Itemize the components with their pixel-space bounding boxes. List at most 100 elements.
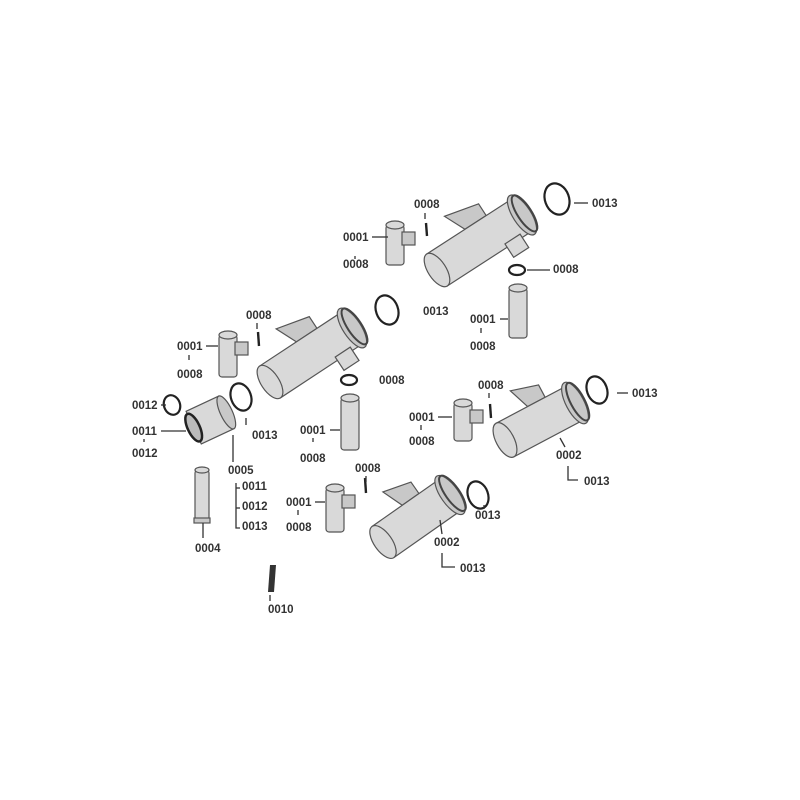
o-ring-small [507, 263, 527, 277]
valve-port [341, 494, 356, 509]
pipe-section [423, 194, 539, 288]
pipe-body [423, 194, 539, 288]
part-number-label: 0011 [242, 481, 268, 493]
valve-tube [508, 287, 528, 339]
part-number-label: 0012 [132, 400, 158, 412]
valve-body [385, 220, 416, 266]
part-number-label: 0004 [195, 543, 221, 555]
o-ring [543, 182, 571, 216]
valve-body [508, 283, 528, 339]
part-number-label: 0001 [286, 497, 312, 509]
part-number-label: 0008 [414, 199, 440, 211]
valve-top [340, 393, 360, 403]
part-number-label: 0008 [355, 463, 381, 475]
pipe-section [369, 474, 467, 559]
part-number-label: 0013 [460, 563, 486, 575]
part-number-label: 0008 [409, 436, 435, 448]
pipe-flange-rim [438, 474, 467, 512]
part-number-label: 0008 [553, 264, 579, 276]
part-number-label: 0011 [132, 426, 158, 438]
housing-cap [184, 412, 204, 443]
pipe-flange-rim [510, 194, 539, 233]
o-ring [374, 294, 400, 326]
pipe-end [492, 422, 518, 458]
valve-tube [385, 224, 405, 266]
brush-tool [268, 565, 276, 592]
part-number-label: 0002 [434, 537, 460, 549]
part-number-label: 0001 [177, 341, 203, 353]
pipe-body [256, 307, 369, 400]
o-ring [229, 382, 253, 412]
valve-body [453, 398, 484, 442]
valve-top [453, 398, 473, 408]
part-number-label: 0008 [286, 522, 312, 534]
o-ring [585, 375, 609, 405]
valve-tube [325, 487, 345, 533]
leader-line [441, 553, 455, 568]
valve-port [234, 341, 249, 356]
part-number-label: 0012 [132, 448, 158, 460]
pipe-end [423, 252, 451, 288]
part-number-label: 0001 [470, 314, 496, 326]
part-number-label: 0013 [252, 430, 278, 442]
valve-tube [340, 397, 360, 451]
cartridge [193, 466, 211, 524]
parts-layer [162, 182, 609, 592]
housing-flange [216, 395, 237, 430]
pipe-branch [504, 233, 530, 259]
pipe-end [369, 525, 397, 559]
part-number-label: 0001 [300, 425, 326, 437]
valve-top [508, 283, 528, 293]
pipe-flange-rim [565, 381, 591, 422]
pipe-body [492, 381, 591, 458]
cartridge-top [194, 466, 210, 474]
leader-lines [143, 202, 628, 601]
pin [256, 331, 261, 347]
valve-body [340, 393, 360, 451]
valve-top [218, 330, 238, 340]
part-number-label: 0001 [343, 232, 369, 244]
valve-port [469, 409, 484, 424]
part-number-label: 0013 [242, 521, 268, 533]
part-number-label: 0008 [470, 341, 496, 353]
callout-labels: 0008 0001 0008 0013 0008 0001 0008 0008 0001 0008… [132, 198, 658, 616]
part-number-label: 0013 [475, 510, 501, 522]
part-number-label: 0008 [177, 369, 203, 381]
part-number-label: 0001 [409, 412, 435, 424]
part-number-label: 0008 [343, 259, 369, 271]
pipe-section [492, 381, 591, 458]
valve-top [385, 220, 405, 230]
cartridge-body [194, 469, 210, 521]
leader-line [439, 519, 443, 535]
filter-housing [184, 395, 237, 445]
valve-body [218, 330, 249, 378]
part-number-label: 0013 [584, 476, 610, 488]
pin [363, 477, 368, 494]
pipe-body [369, 474, 467, 559]
part-number-label: 0005 [228, 465, 254, 477]
o-ring-small [339, 373, 359, 387]
valve-body [325, 483, 356, 533]
valve-tube [218, 334, 238, 378]
pin [424, 222, 429, 237]
part-number-label: 0008 [246, 310, 272, 322]
leader-line [559, 437, 566, 448]
pipe-branch [334, 346, 360, 372]
pipe-section [256, 307, 369, 400]
cartridge-base [193, 517, 211, 524]
part-number-label: 0013 [592, 198, 618, 210]
part-number-label: 0012 [242, 501, 268, 513]
o-ring [162, 394, 182, 416]
part-number-label: 0008 [478, 380, 504, 392]
pin [488, 403, 493, 419]
pipe-end [256, 364, 284, 400]
valve-top [325, 483, 345, 493]
part-number-label: 0013 [423, 306, 449, 318]
part-number-label: 0010 [268, 604, 294, 616]
part-number-label: 0002 [556, 450, 582, 462]
o-ring [466, 480, 490, 510]
part-number-label: 0008 [379, 375, 405, 387]
valve-port [401, 231, 416, 246]
